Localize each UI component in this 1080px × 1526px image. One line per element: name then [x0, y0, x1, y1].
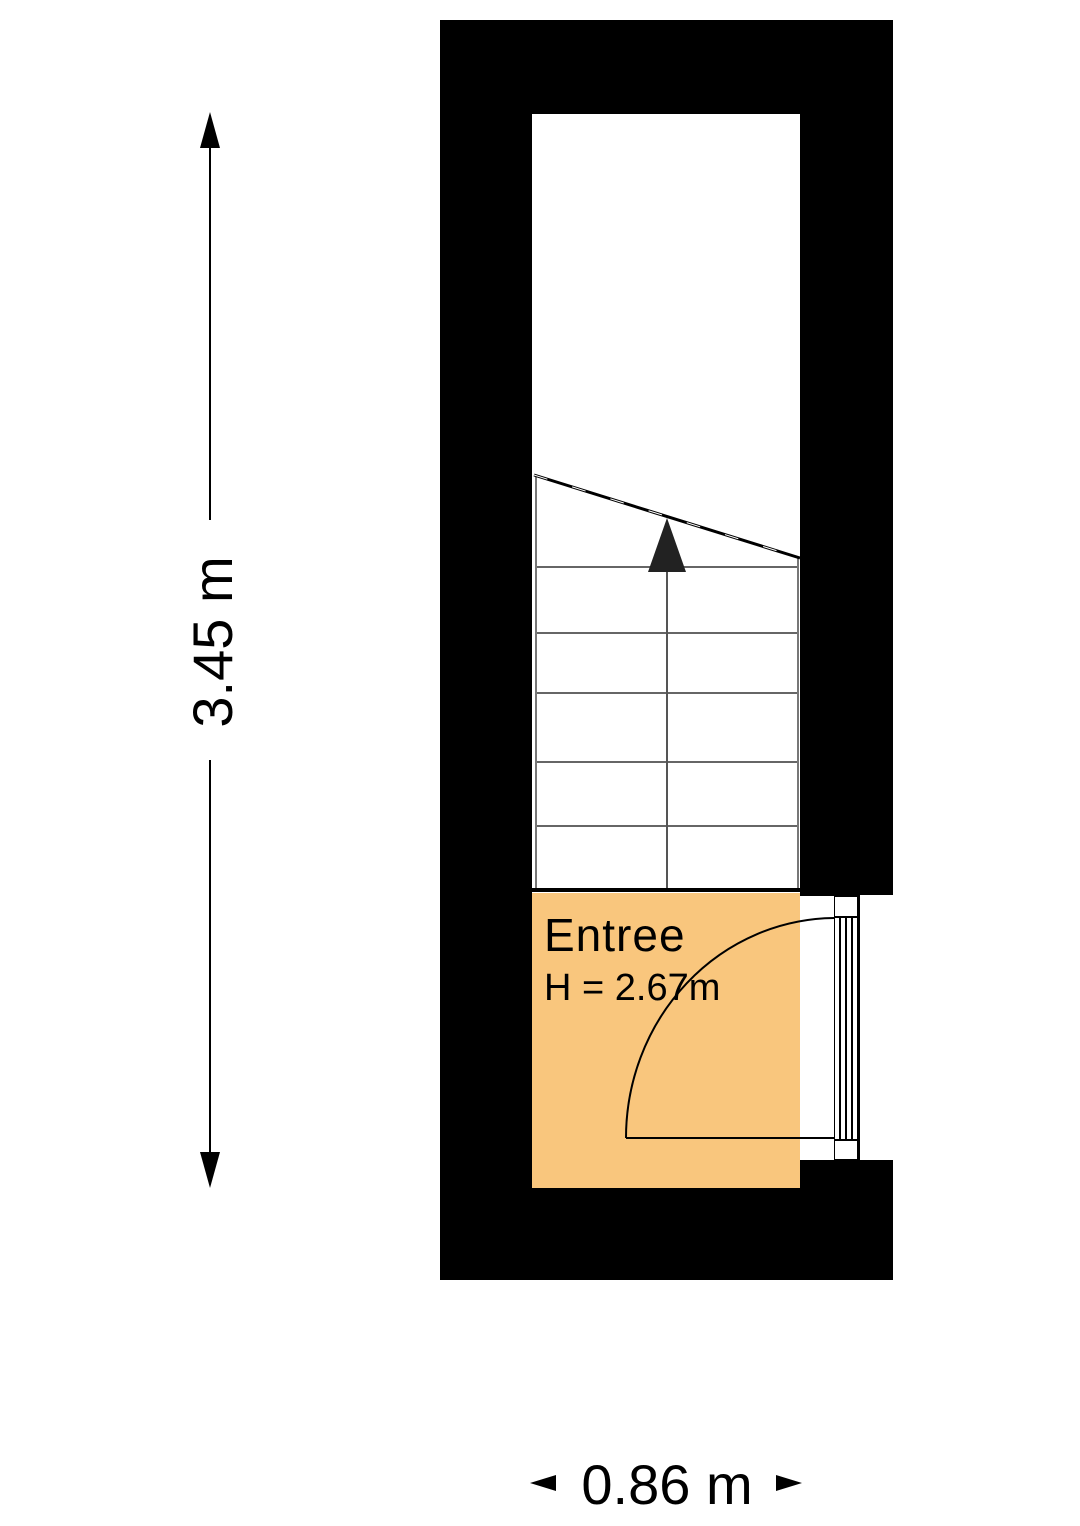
vertical-dimension: 3.45 m [181, 112, 244, 1188]
room-height-label: H = 2.67m [544, 967, 720, 1009]
arrow-right-icon [776, 1475, 802, 1491]
arrow-down-icon [200, 1152, 220, 1188]
stair-cut-line-dash [533, 474, 801, 559]
window-frame [800, 895, 859, 1161]
horizontal-dimension: 0.86 m [530, 1453, 802, 1516]
arrow-up-icon [648, 518, 686, 888]
arrow-left-icon [530, 1475, 556, 1491]
door-jamb-top [800, 860, 860, 896]
door-swing-arc [625, 917, 835, 1139]
horizontal-dimension-label: 0.86 m [581, 1453, 752, 1516]
vertical-dimension-label: 3.45 m [181, 556, 244, 727]
arrow-up-icon [200, 112, 220, 148]
room-name-label: Entree [544, 909, 686, 961]
door-jamb-bottom [800, 1160, 893, 1188]
